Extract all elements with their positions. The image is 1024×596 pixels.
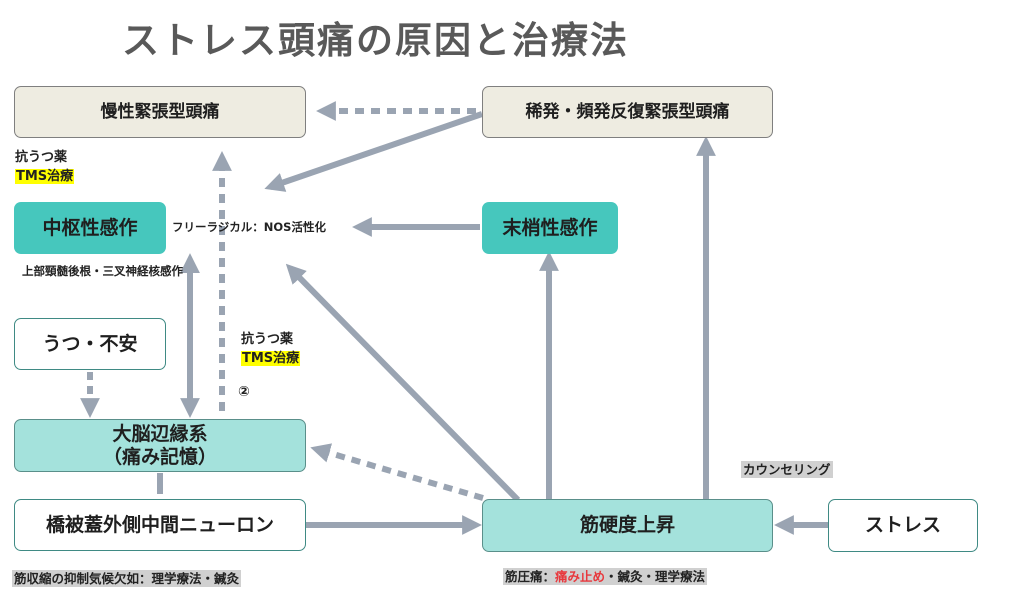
node-label-line1: 大脳辺縁系 — [112, 422, 208, 445]
bridge-treatment-label: 筋収縮の抑制気候欠如：理学療法・鍼灸 — [12, 568, 242, 587]
muscle-treatment-prefix: 筋圧痛： — [505, 569, 556, 584]
arrow-muscle-to-limbic — [310, 443, 484, 501]
node-muscle-hardness: 筋硬度上昇 — [482, 499, 773, 552]
tms-highlight: TMS治療 — [15, 169, 75, 184]
muscle-treatment-label: 筋圧痛：痛み止め・鍼灸・理学療法 — [503, 566, 708, 585]
node-chronic-tension-headache: 慢性緊張型頭痛 — [14, 86, 306, 138]
circled-two-label: ② — [238, 384, 250, 400]
treatment-tms-top: TMS治療 — [15, 165, 75, 184]
node-label: 稀発・頻発反復緊張型頭痛 — [525, 101, 730, 122]
node-peripheral-sensitization: 末梢性感作 — [482, 202, 618, 254]
node-central-sensitization: 中枢性感作 — [14, 202, 166, 254]
node-limbic-system: 大脳辺縁系 （痛み記憶） — [14, 419, 306, 472]
upper-cervical-label: 上部頸髄後根・三叉神経核感作 — [22, 264, 183, 278]
node-label: うつ・不安 — [42, 332, 138, 355]
painkiller-text: 痛み止め — [555, 569, 606, 584]
counseling-label: カウンセリング — [741, 459, 833, 478]
node-label: 橋被蓋外側中間ニューロン — [45, 513, 274, 536]
node-depression-anxiety: うつ・不安 — [14, 318, 166, 370]
treatment-tms-mid: TMS治療 — [241, 347, 301, 366]
node-episodic-tension-headache: 稀発・頻発反復緊張型頭痛 — [482, 86, 773, 138]
muscle-treatment-suffix: ・鍼灸・理学療法 — [605, 569, 706, 584]
treatment-antidepressant-top: 抗うつ薬 — [15, 150, 68, 165]
node-label: 筋硬度上昇 — [579, 514, 675, 537]
free-radical-label: フリーラジカル：NOS活性化 — [172, 220, 326, 234]
node-label: 末梢性感作 — [502, 216, 598, 239]
counseling-highlight: カウンセリング — [741, 461, 833, 478]
page-title: ストレス頭痛の原因と治療法 — [122, 19, 629, 62]
muscle-treatment-highlight: 筋圧痛：痛み止め・鍼灸・理学療法 — [503, 568, 708, 585]
node-bridge-neuron: 橋被蓋外側中間ニューロン — [14, 499, 306, 551]
arrow-episodic-to-central — [264, 111, 483, 192]
node-label-line2: （痛み記憶） — [102, 445, 217, 468]
node-stress: ストレス — [828, 499, 978, 552]
node-label: 中枢性感作 — [42, 216, 138, 239]
node-label: ストレス — [864, 514, 941, 537]
arrow-muscle-to-central — [285, 263, 521, 503]
treatment-antidepressant-mid: 抗うつ薬 — [241, 332, 294, 347]
bridge-treatment-highlight: 筋収縮の抑制気候欠如：理学療法・鍼灸 — [12, 570, 242, 587]
tms-highlight: TMS治療 — [241, 351, 301, 366]
node-label: 慢性緊張型頭痛 — [100, 101, 220, 122]
